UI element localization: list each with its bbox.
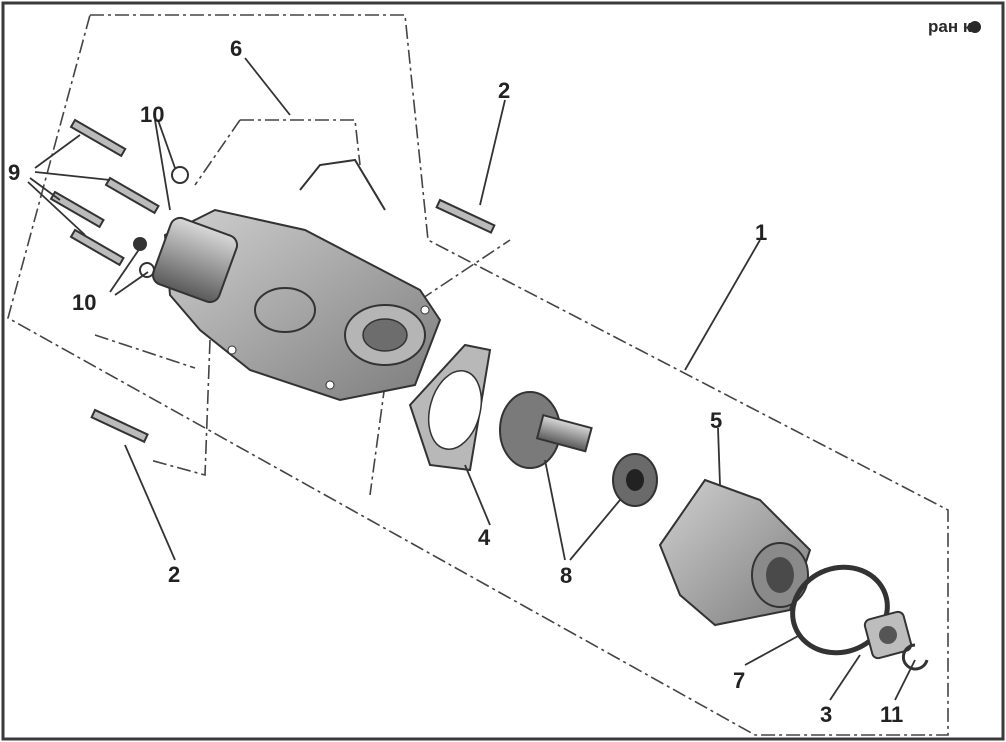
callout-3: 3 — [820, 702, 832, 727]
callout-9: 9 — [8, 160, 20, 185]
callout-10-upper: 10 — [140, 102, 164, 127]
washer-10-lower-a — [133, 237, 147, 251]
motor-cylinder — [151, 216, 239, 304]
rear-housing — [658, 478, 812, 627]
callout-2-upper: 2 — [498, 78, 510, 103]
leader-lines — [27, 57, 916, 701]
bolt-2-axis — [419, 239, 511, 301]
callout-2-lower: 2 — [168, 562, 180, 587]
callout-10-lower: 10 — [72, 290, 96, 315]
bracket-6-left — [194, 119, 241, 186]
circlip — [901, 643, 929, 671]
bolts-9 — [49, 118, 160, 267]
motor-housing — [151, 208, 442, 402]
bracket-6-part — [299, 158, 386, 211]
gear-shaft — [499, 391, 593, 469]
nut — [863, 610, 913, 660]
assembly-outline-1 — [7, 14, 949, 736]
washer-10-lower-b — [139, 262, 155, 278]
callout-8: 8 — [560, 563, 572, 588]
callout-6: 6 — [230, 36, 242, 61]
o-ring — [790, 564, 890, 656]
bearing — [612, 453, 658, 507]
logo-text: ран к — [928, 17, 972, 36]
bolt-axis-upper — [94, 334, 196, 369]
gasket — [408, 343, 492, 472]
callout-4: 4 — [478, 525, 491, 550]
callout-5: 5 — [710, 408, 722, 433]
logo-dot — [969, 21, 981, 33]
bolt-axis-lower — [149, 339, 211, 477]
callout-1: 1 — [755, 220, 767, 245]
bolt-2-upper — [435, 198, 496, 234]
bracket-6 — [240, 119, 361, 166]
callout-7: 7 — [733, 668, 745, 693]
washer-10-upper — [171, 166, 189, 184]
bolt-2-lower — [90, 408, 149, 444]
callout-labels: 1 2 2 3 4 5 6 7 8 9 10 10 11 — [8, 36, 903, 727]
callout-11: 11 — [880, 702, 903, 727]
publisher-logo: ран к — [928, 17, 981, 36]
